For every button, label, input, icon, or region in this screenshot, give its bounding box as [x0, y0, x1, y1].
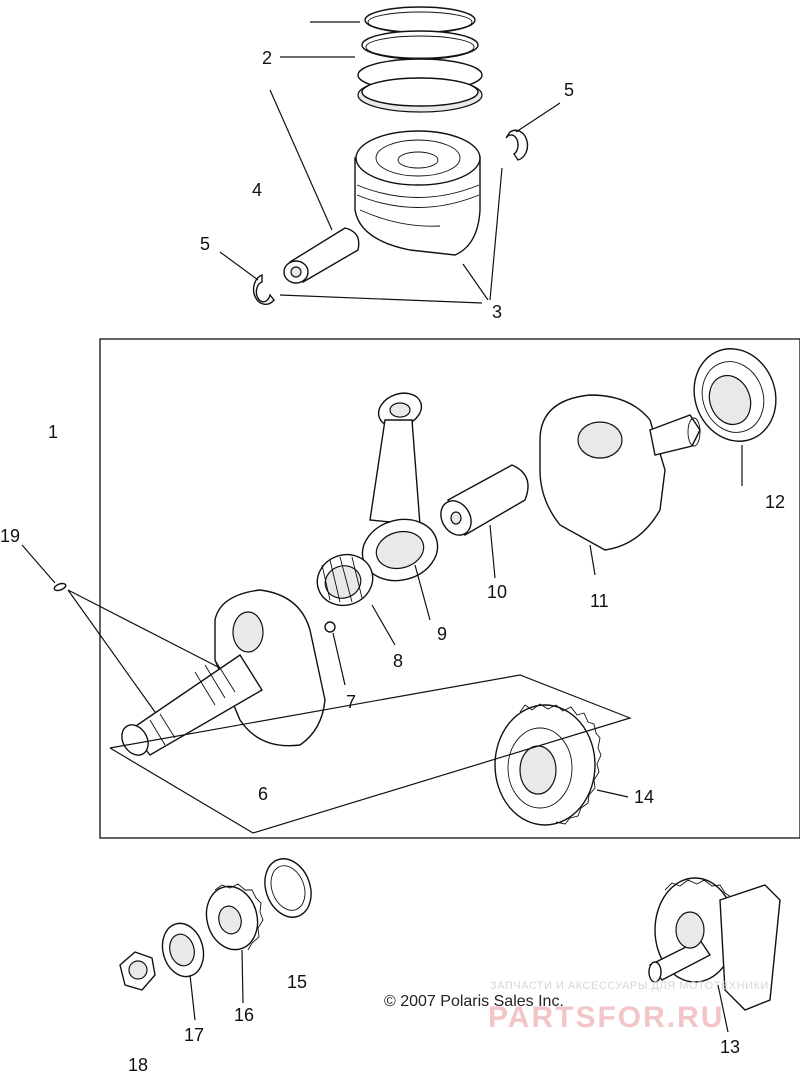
- lock-washer: [161, 922, 205, 978]
- callout-16[interactable]: 16: [234, 1005, 254, 1025]
- callout-15[interactable]: 15: [287, 972, 307, 992]
- balance-shaft: [648, 877, 781, 1011]
- callout-19[interactable]: 19: [0, 526, 20, 546]
- main-bearing-right: [693, 348, 777, 442]
- thrust-washer: [264, 858, 312, 918]
- connecting-rod: [361, 392, 439, 582]
- crankshaft-half-right: [539, 394, 701, 551]
- callout-2[interactable]: 2: [262, 48, 272, 68]
- piston: [354, 130, 481, 256]
- callout-12[interactable]: 12: [765, 492, 785, 512]
- needle-bearing: [316, 553, 374, 607]
- timing-gear: [205, 883, 264, 951]
- check-ball: [324, 621, 336, 633]
- piston-rings: [357, 6, 483, 113]
- callout-17[interactable]: 17: [184, 1025, 204, 1045]
- callout-8[interactable]: 8: [393, 651, 403, 671]
- crank-nut: [119, 951, 156, 991]
- callout-13[interactable]: 13: [720, 1037, 740, 1057]
- circlip-left: [252, 273, 275, 305]
- callout-6[interactable]: 6: [258, 784, 268, 804]
- crank-pin: [440, 464, 529, 536]
- callout-11[interactable]: 11: [590, 591, 609, 611]
- callout-7[interactable]: 7: [346, 692, 356, 712]
- crankshaft-assembly-frame: [99, 338, 800, 839]
- callout-18[interactable]: 18: [128, 1055, 148, 1071]
- piston-pin: [283, 227, 360, 284]
- crankshaft-left: [121, 589, 326, 756]
- callout-5-left[interactable]: 5: [200, 234, 210, 254]
- callout-4[interactable]: 4: [252, 180, 262, 200]
- circlip-right: [505, 129, 529, 161]
- crank-gear: [494, 703, 602, 826]
- callout-1[interactable]: 1: [48, 422, 58, 442]
- woodruff-key: [53, 582, 67, 592]
- watermark-logo: PARTSFOR.RU: [488, 1001, 724, 1034]
- callout-3[interactable]: 3: [492, 302, 502, 322]
- callout-5-right[interactable]: 5: [564, 80, 574, 100]
- callout-10[interactable]: 10: [487, 582, 507, 602]
- copyright-notice: © 2007 Polaris Sales Inc.: [384, 993, 564, 1010]
- callout-14[interactable]: 14: [634, 787, 654, 807]
- callout-9[interactable]: 9: [437, 624, 447, 644]
- watermark-tagline: ЗАПЧАСТИ И АКСЕССУАРЫ ДЛЯ МОТОТЕХНИКИ: [490, 980, 769, 992]
